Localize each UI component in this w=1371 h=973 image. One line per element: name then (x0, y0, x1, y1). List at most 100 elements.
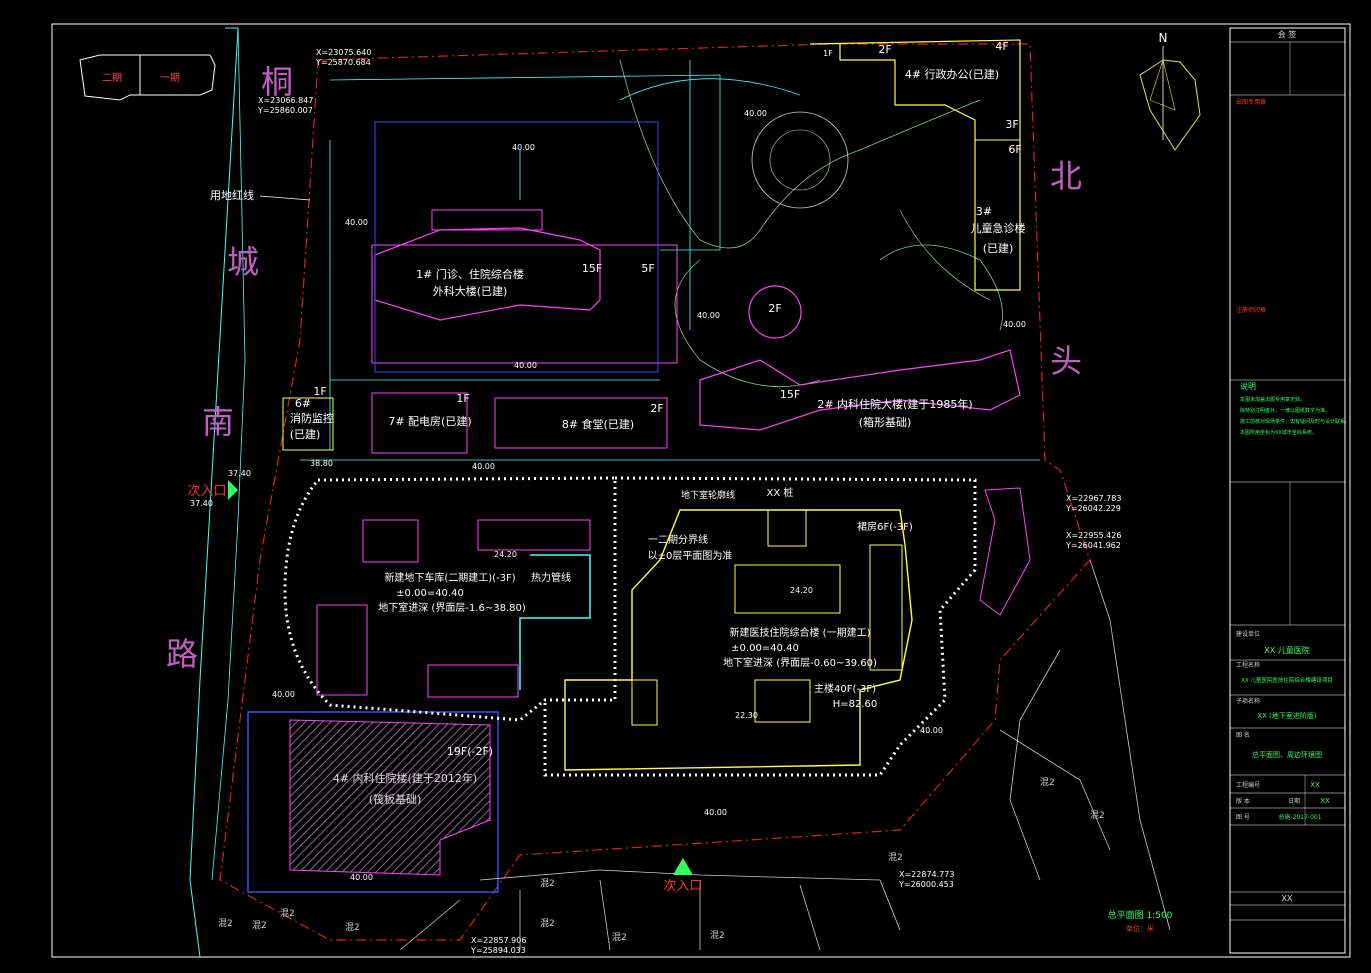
building-4-label-2: (筏板基础) (369, 792, 422, 806)
tb-note-2: 除特别注明者外，一律以图纸数字为准。 (1240, 407, 1330, 414)
building-3-floors-a: 3F (1005, 118, 1018, 131)
entrance-west-label: 次入口 (187, 483, 226, 499)
neighbor-7: 混2 (1090, 810, 1105, 821)
tb-date-label: 日期 (1288, 797, 1300, 805)
building-6-label-1: 6# (295, 397, 311, 410)
coord-4-y: Y=26041.962 (1065, 541, 1121, 550)
coord-5-y: Y=26000.453 (898, 880, 954, 889)
building-1-outline (374, 227, 601, 321)
new-main-label-3: 地下室进深 (界面层-0.60~39.60) (723, 656, 877, 669)
admin-floors-b: 4F (995, 40, 1008, 53)
building-6-label-2: 消防监控 (290, 411, 334, 425)
neighbor-11: 混2 (345, 922, 360, 933)
neighbor-4: 混2 (710, 930, 725, 941)
elevation-11: 40.00 (272, 690, 295, 699)
elevation-group: 40.00 40.00 40.00 40.00 40.00 40.00 40.0… (190, 109, 1026, 882)
coord-2-y: Y=25860.007 (257, 106, 313, 115)
building-1-floors-a: 15F (582, 262, 602, 275)
garage-block-2 (316, 604, 368, 696)
phase-legend-box (79, 54, 216, 101)
west-road-edge-inner (211, 27, 246, 881)
tb-note-1: 本图未加盖出图专用章无效。 (1240, 396, 1305, 403)
building-2-tower (748, 285, 802, 339)
new-main-core-1 (734, 564, 841, 614)
building-4-floors: 19F(-2F) (447, 745, 493, 758)
svg-text:N: N (1159, 31, 1168, 45)
building-6-outline (282, 397, 334, 451)
tb-reg-stamp: 注册师印章 (1236, 306, 1266, 314)
building-6-floors: 1F (313, 385, 326, 398)
building-3-label-3: (已建) (983, 241, 1014, 255)
building-4-label-1: 4# 内科住院楼(建于2012年) (333, 771, 477, 785)
tb-subproject: XX (地下室进阶版) (1257, 711, 1317, 720)
garage-block-1 (362, 519, 419, 563)
street-name-east-2: 头 (1050, 342, 1082, 380)
elevation-5: 40.00 (1003, 320, 1026, 329)
site-roads (300, 60, 1040, 461)
neighbor-6: 混2 (1040, 777, 1055, 788)
east-magenta-parking (979, 487, 1031, 616)
tb-sheet-no: 总施-2017-001 (1278, 813, 1321, 821)
garage-block-4 (477, 519, 591, 551)
phase-legend-phase1: 一期 (160, 72, 180, 84)
elevation-16: 40.00 (704, 808, 727, 817)
red-line-leader (259, 195, 311, 201)
tb-project-label: 工程名称 (1236, 661, 1260, 669)
street-name-east-1: 北 (1050, 157, 1082, 195)
tb-proj-no: XX (1310, 781, 1320, 789)
new-main-tower: 主楼40F(-3F) (814, 682, 876, 695)
building-8-outline (494, 397, 668, 449)
coord-5-x: X=22874.773 (899, 870, 954, 879)
elevation-9: 37.40 (190, 499, 213, 508)
coord-2-x: X=23066.847 (258, 96, 313, 105)
building-7-outline (371, 392, 468, 454)
garage-label-2: ±0.00=40.40 (396, 588, 464, 599)
coord-6-y: Y=25894.033 (470, 946, 526, 955)
underground-garage-boundary (283, 476, 617, 722)
elevation-12: 24.20 (494, 550, 517, 559)
building-3-label-1: 3# (976, 205, 992, 218)
phase-legend-phase2: 二期 (102, 72, 122, 84)
neighbor-8: 混2 (218, 918, 233, 929)
heat-pipe-label: 热力管线 (531, 571, 571, 584)
admin-building-outline (809, 39, 1021, 291)
drawing-frame (51, 23, 1351, 958)
building-7-label: 7# 配电房(已建) (388, 414, 471, 428)
tb-project: XX 儿童医院医技住院综合楼建设项目 (1241, 676, 1333, 684)
tb-sheet-label: 图 号 (1236, 814, 1250, 821)
building-2-label-2: (箱形基础) (859, 415, 912, 429)
neighbor-1: 混2 (540, 878, 555, 889)
tb-drawing: 总平面图、周边环境图 (1252, 750, 1322, 759)
new-main-building-outline (564, 509, 913, 771)
new-main-podium: 裙房6F(-3F) (857, 520, 913, 533)
elevation-14: 22.30 (735, 711, 758, 720)
building-8-label: 8# 食堂(已建) (562, 417, 634, 431)
neighbor-3: 混2 (612, 932, 627, 943)
new-main-label-1: 新建医技住院综合楼 (一期建工) (730, 626, 871, 639)
street-name-west-1: 桐 (261, 63, 293, 101)
title-block (1229, 27, 1346, 954)
tb-drawing-label: 图 名 (1236, 731, 1250, 739)
elevation-15: 40.00 (920, 726, 943, 735)
north-arrow-icon: N (1139, 31, 1201, 151)
heat-pipe-line (519, 554, 591, 690)
campus-green-paths (619, 59, 1003, 388)
building-2-label-1: 2# 内科住院大楼(建于1985年) (817, 397, 972, 411)
street-name-west-3: 南 (202, 403, 234, 441)
red-line-label: 用地红线 (210, 188, 254, 202)
elevation-17: 40.00 (350, 873, 373, 882)
elevation-7: 40.00 (472, 462, 495, 471)
tb-header: 会 签 (1278, 29, 1297, 39)
tb-bottom: XX (1282, 894, 1293, 903)
building-2-outline (699, 349, 1021, 431)
east-neighbor-blocks (999, 559, 1171, 931)
new-main-core-3 (869, 544, 903, 671)
building-1-label-1: 1# 门诊、住院综合楼 (416, 267, 524, 281)
garage-block-3 (427, 664, 519, 698)
garden-circle (751, 111, 849, 209)
building-1-blue-outline (374, 121, 659, 373)
new-main-core-5 (754, 679, 811, 723)
admin-floors-a: 2F (878, 43, 891, 56)
tb-client: XX 儿童医院 (1264, 645, 1310, 655)
